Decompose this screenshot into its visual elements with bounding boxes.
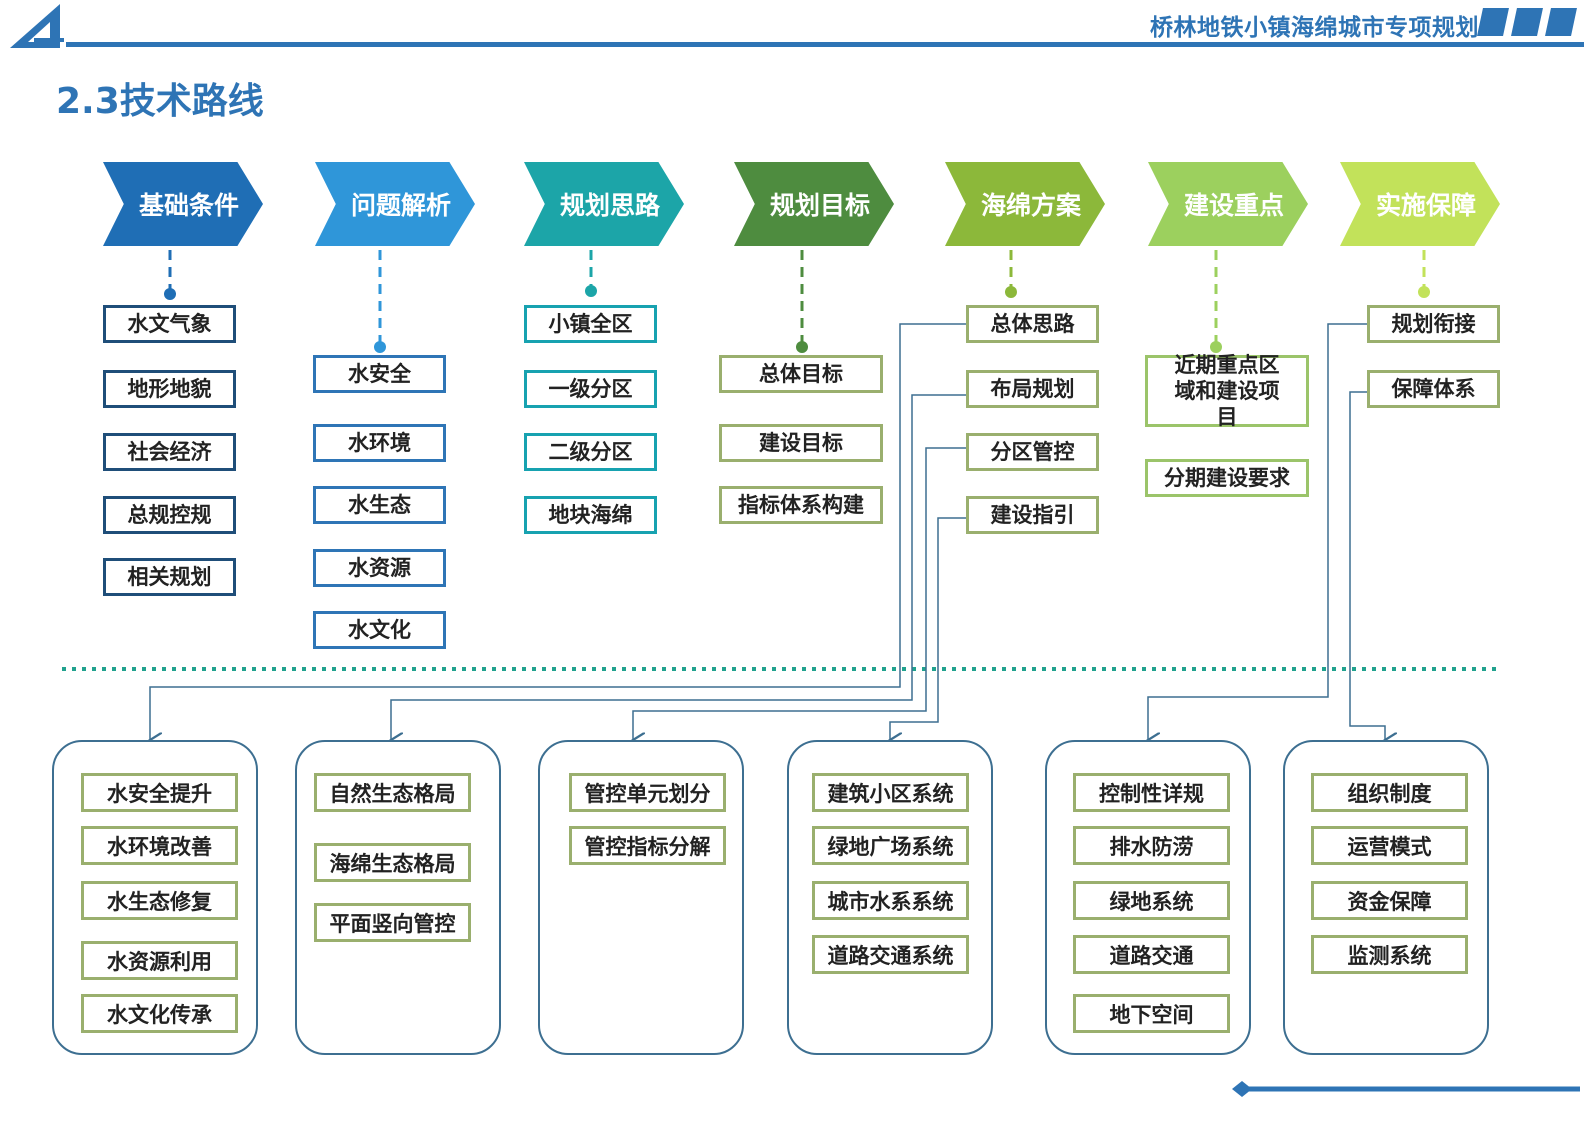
header-underline (66, 42, 1584, 47)
item-key-areas: 近期重点区域和建设项目 (1145, 353, 1309, 429)
panel-item: 组织制度 (1311, 773, 1468, 812)
item-related-plans: 相关规划 (103, 558, 236, 596)
dot-7 (1418, 286, 1430, 298)
item-phased-requirements: 分期建设要求 (1145, 459, 1309, 497)
panel-item: 地下空间 (1073, 994, 1230, 1033)
item-level1-zone: 一级分区 (524, 370, 657, 408)
step-chevron-2: 问题解析 (315, 162, 475, 246)
item-water-environment: 水环境 (313, 424, 446, 462)
footer-diamond (1232, 1081, 1252, 1097)
item-whole-town: 小镇全区 (524, 305, 657, 343)
step-chevron-1: 基础条件 (103, 162, 263, 246)
item-construction-goal: 建设目标 (719, 424, 883, 462)
panel-plan-coordination: 控制性详规 排水防涝 绿地系统 道路交通 地下空间 (1045, 740, 1251, 1055)
header-title: 桥林地铁小镇海绵城市专项规划 (1150, 15, 1479, 41)
route-guide (890, 517, 966, 740)
panel-item: 道路交通 (1073, 935, 1230, 974)
item-overall-idea: 总体思路 (966, 305, 1099, 343)
route-coord (1148, 323, 1367, 740)
route-overall (150, 323, 966, 740)
panel-support: 组织制度 运营模式 资金保障 监测系统 (1283, 740, 1489, 1055)
panel-water-goals: 水安全提升 水环境改善 水生态修复 水资源利用 水文化传承 (52, 740, 258, 1055)
item-water-culture: 水文化 (313, 611, 446, 649)
panel-item: 海绵生态格局 (314, 843, 471, 882)
panel-item: 平面竖向管控 (314, 903, 471, 942)
item-indicator-system: 指标体系构建 (719, 486, 883, 524)
panel-item: 管控指标分解 (569, 826, 726, 865)
item-support-system: 保障体系 (1367, 370, 1500, 408)
item-terrain: 地形地貌 (103, 370, 236, 408)
item-hydrology: 水文气象 (103, 305, 236, 343)
panel-item: 水资源利用 (81, 941, 238, 980)
panel-item: 绿地系统 (1073, 881, 1230, 920)
panel-item: 水安全提升 (81, 773, 238, 812)
dot-6 (1210, 341, 1222, 353)
panel-item: 监测系统 (1311, 935, 1468, 974)
step-chevron-5: 海绵方案 (945, 162, 1105, 246)
item-layout-plan: 布局规划 (966, 370, 1099, 408)
dot-2 (374, 341, 386, 353)
step-chevron-7: 实施保障 (1340, 162, 1500, 246)
route-support (1349, 391, 1385, 740)
panel-item: 管控单元划分 (569, 773, 726, 812)
item-zoning-control: 分区管控 (966, 433, 1099, 471)
panel-item: 城市水系系统 (812, 881, 969, 920)
panel-item: 自然生态格局 (314, 773, 471, 812)
panel-control-units: 管控单元划分 管控指标分解 (538, 740, 744, 1055)
item-construction-guide: 建设指引 (966, 496, 1099, 534)
item-socioeconomic: 社会经济 (103, 433, 236, 471)
route-zoning (633, 447, 966, 740)
item-overall-goal: 总体目标 (719, 355, 883, 393)
panel-item: 绿地广场系统 (812, 826, 969, 865)
item-plot-sponge: 地块海绵 (524, 496, 657, 534)
panel-item: 资金保障 (1311, 881, 1468, 920)
dot-1 (164, 288, 176, 300)
panel-item: 建筑小区系统 (812, 773, 969, 812)
panel-item: 水文化传承 (81, 994, 238, 1033)
panel-item: 运营模式 (1311, 826, 1468, 865)
page-title: 2.3技术路线 (56, 81, 264, 122)
item-level2-zone: 二级分区 (524, 433, 657, 471)
item-water-ecology: 水生态 (313, 486, 446, 524)
panel-item: 水环境改善 (81, 826, 238, 865)
logo-icon (10, 4, 64, 48)
panel-eco-pattern: 自然生态格局 海绵生态格局 平面竖向管控 (295, 740, 501, 1055)
dot-5 (1005, 286, 1017, 298)
route-layout (391, 394, 966, 740)
panel-item: 道路交通系统 (812, 935, 969, 974)
panel-item: 控制性详规 (1073, 773, 1230, 812)
panel-item: 水生态修复 (81, 881, 238, 920)
item-water-safety: 水安全 (313, 355, 446, 393)
step-chevron-3: 规划思路 (524, 162, 684, 246)
dot-4 (796, 341, 808, 353)
panel-systems: 建筑小区系统 绿地广场系统 城市水系系统 道路交通系统 (787, 740, 993, 1055)
step-chevron-4: 规划目标 (734, 162, 894, 246)
item-water-resources: 水资源 (313, 549, 446, 587)
item-plan-coordination: 规划衔接 (1367, 305, 1500, 343)
step-chevron-6: 建设重点 (1148, 162, 1308, 246)
dot-3 (585, 285, 597, 297)
item-master-plan: 总规控规 (103, 496, 236, 534)
panel-item: 排水防涝 (1073, 826, 1230, 865)
